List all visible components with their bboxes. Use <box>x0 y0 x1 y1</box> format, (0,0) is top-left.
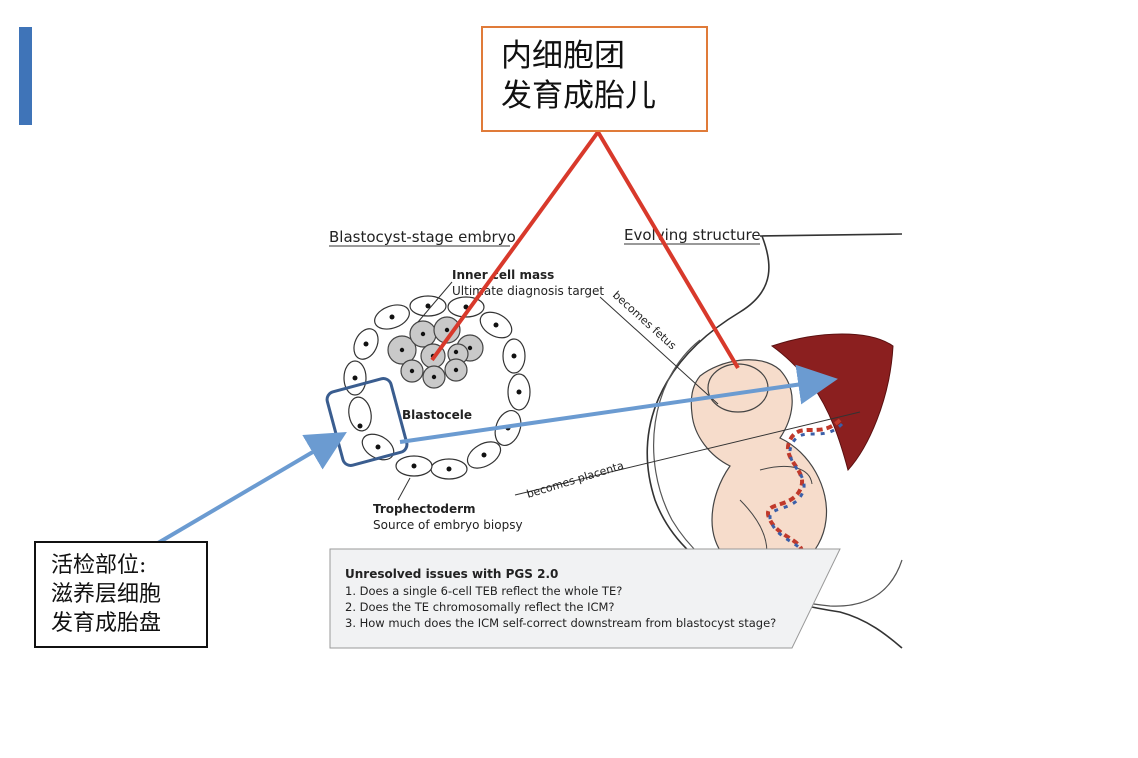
icm-label: Inner cell mass <box>452 268 554 282</box>
issues-item-3: 3. How much does the ICM self-correct do… <box>345 616 776 630</box>
issues-item-1: 1. Does a single 6-cell TEB reflect the … <box>345 584 622 598</box>
inner-cell-mass-callout: 内细胞团 发育成胎儿 <box>481 26 708 132</box>
becomes-placenta-label: becomes placenta <box>525 459 625 501</box>
biopsy-site-callout: 活检部位: 滋养层细胞 发育成胎盘 <box>34 541 208 648</box>
callout-line: 发育成胎儿 <box>501 78 656 114</box>
callout-line: 活检部位: <box>51 553 147 578</box>
accent-bar <box>19 27 32 125</box>
callout-line: 发育成胎盘 <box>51 611 162 636</box>
callout-line: 内细胞团 <box>501 38 625 74</box>
callout-line: 滋养层细胞 <box>51 582 162 607</box>
trophectoderm-label: Trophectoderm <box>373 502 476 516</box>
te-leader <box>397 477 411 501</box>
placenta-leader <box>514 411 861 496</box>
red-pointer-to-fetus <box>596 130 740 370</box>
fetus-leader <box>599 296 719 405</box>
red-pointer-to-icm <box>430 130 600 362</box>
icm-leader <box>417 281 453 323</box>
uterus-outline <box>646 233 903 649</box>
fetus <box>690 359 828 578</box>
biopsy-highlight-box <box>325 377 409 467</box>
blue-arrow-to-biopsy <box>156 431 347 545</box>
umbilical-cord-vessel <box>768 422 844 595</box>
umbilical-cord <box>766 418 842 591</box>
issues-box <box>329 548 841 649</box>
embryo-title: Blastocyst-stage embryo <box>329 228 516 246</box>
issues-title: Unresolved issues with PGS 2.0 <box>345 567 558 581</box>
structure-title: Evolving structure <box>624 226 761 244</box>
blastocele-label: Blastocele <box>402 408 472 422</box>
blue-arrow-to-placenta <box>399 364 838 444</box>
trophectoderm-sublabel: Source of embryo biopsy <box>373 518 523 532</box>
issues-item-2: 2. Does the TE chromosomally reflect the… <box>345 600 615 614</box>
icm-sublabel: Ultimate diagnosis target <box>452 284 604 298</box>
becomes-fetus-label: becomes fetus <box>610 289 679 353</box>
